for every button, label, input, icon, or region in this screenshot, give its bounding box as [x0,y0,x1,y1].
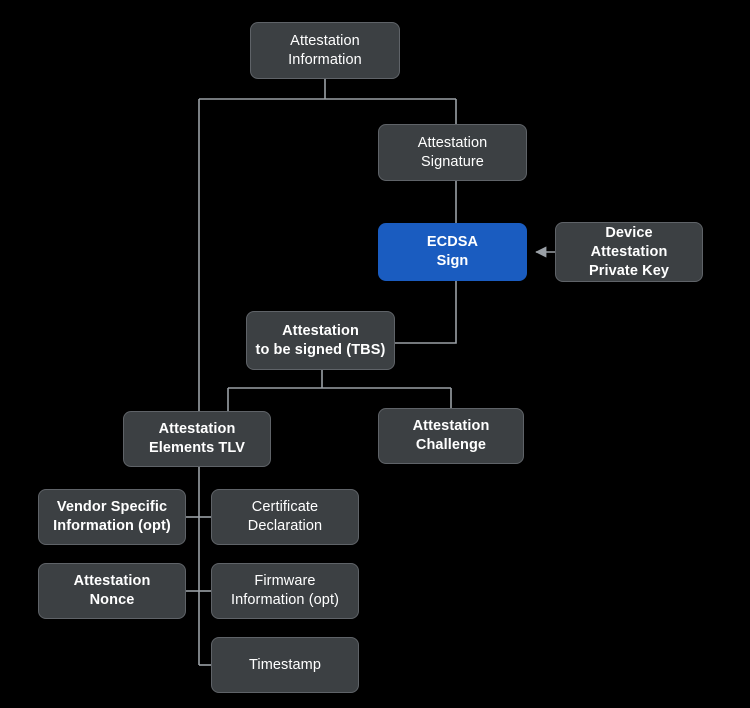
node-ecdsa-sign[interactable]: ECDSA Sign [378,223,527,281]
edge-ecdsa-to-tbs [395,281,457,344]
node-attestation-signature[interactable]: Attestation Signature [378,124,527,181]
node-firmware-information[interactable]: Firmware Information (opt) [211,563,359,619]
node-attestation-tbs[interactable]: Attestation to be signed (TBS) [246,311,395,370]
node-attestation-nonce[interactable]: Attestation Nonce [38,563,186,619]
node-timestamp[interactable]: Timestamp [211,637,359,693]
node-device-attestation-private-key[interactable]: Device Attestation Private Key [555,222,703,282]
node-certificate-declaration[interactable]: Certificate Declaration [211,489,359,545]
node-attestation-information[interactable]: Attestation Information [250,22,400,79]
node-vendor-specific-information[interactable]: Vendor Specific Information (opt) [38,489,186,545]
node-attestation-elements-tlv[interactable]: Attestation Elements TLV [123,411,271,467]
node-attestation-challenge[interactable]: Attestation Challenge [378,408,524,464]
